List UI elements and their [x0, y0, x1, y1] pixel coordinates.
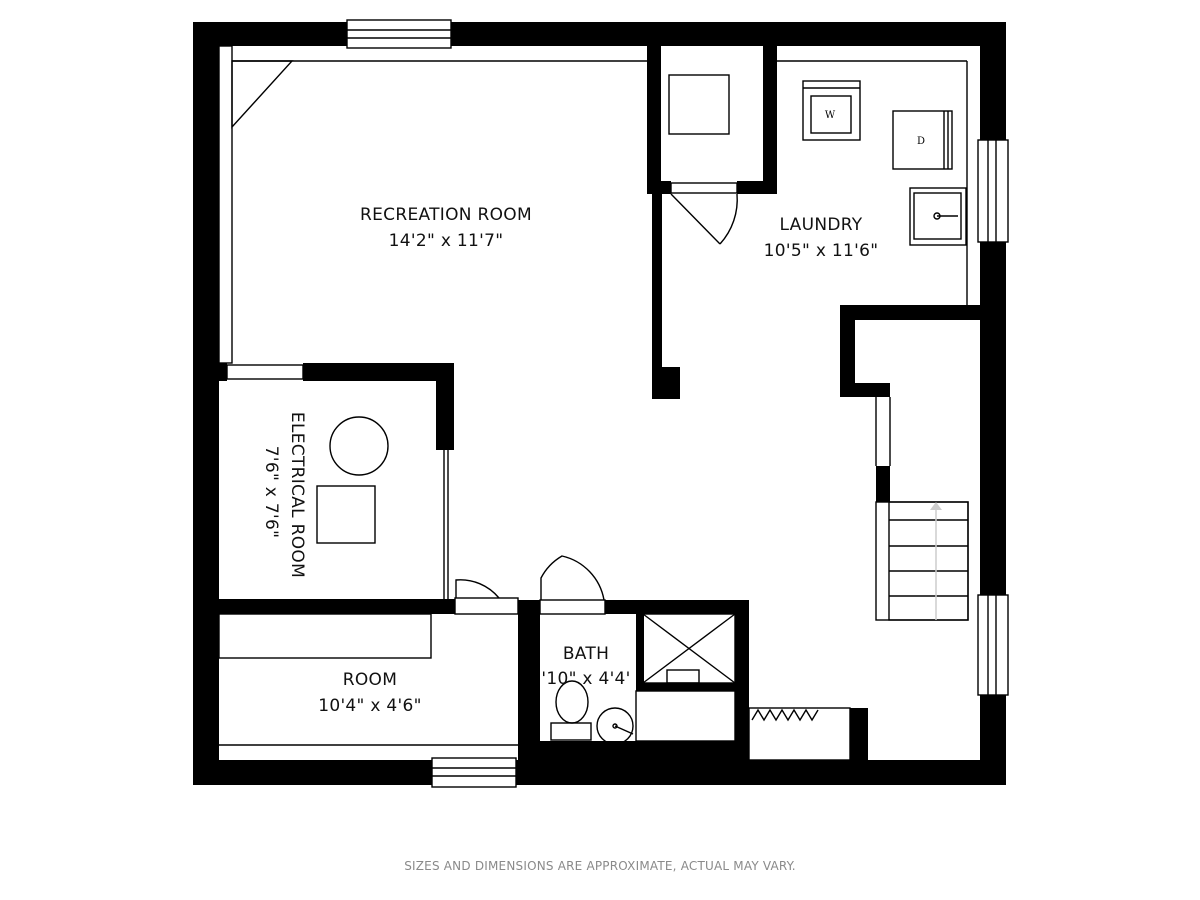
window-top [346, 19, 452, 49]
window-bottom [431, 757, 517, 788]
window-right-upper [977, 139, 1009, 243]
closet-fixture [668, 74, 730, 135]
water-heater-icon [329, 416, 389, 476]
bath-name: BATH [563, 644, 609, 664]
utility-sink [909, 187, 967, 246]
door-swing-recreation-corner [231, 60, 294, 129]
doors [226, 60, 819, 722]
electrical-room-name: ELECTRICAL ROOM [287, 412, 307, 578]
toilet-icon [550, 680, 592, 741]
laundry-dims: 10'5" x 11'6" [764, 241, 879, 261]
stair-arrow-icon [930, 502, 942, 510]
furnace-icon [316, 485, 376, 544]
washer-label: W [825, 110, 836, 121]
washer: W [802, 80, 861, 141]
bath-dims: '10" x 4'4' [541, 669, 630, 689]
door-swing-bath [539, 555, 606, 615]
recreation-room-name: RECREATION ROOM [360, 205, 532, 225]
sink-icon [596, 707, 634, 745]
door-swing-laundry-closet [670, 182, 738, 245]
interior-walls [193, 45, 1006, 785]
electrical-room-dims: 7'6" x 7'6" [261, 446, 281, 538]
room-name: ROOM [343, 670, 397, 690]
bifold-door [751, 708, 819, 722]
door-swing-electrical [454, 579, 519, 615]
shower [642, 613, 736, 684]
room-labels: RECREATION ROOM 14'2" x 11'7" LAUNDRY 10… [261, 205, 878, 716]
door-opening-electrical [226, 364, 304, 380]
windows [346, 19, 1009, 788]
window-right-lower [977, 594, 1009, 696]
dryer-label: D [917, 136, 925, 147]
recreation-room-dims: 14'2" x 11'7" [389, 231, 504, 251]
room-dims: 10'4" x 4'6" [318, 696, 422, 716]
dryer: D [892, 110, 953, 170]
laundry-name: LAUNDRY [780, 215, 863, 235]
disclaimer-text: SIZES AND DIMENSIONS ARE APPROXIMATE, AC… [404, 859, 796, 873]
bath-vanity [635, 669, 736, 742]
stairs [875, 501, 969, 621]
